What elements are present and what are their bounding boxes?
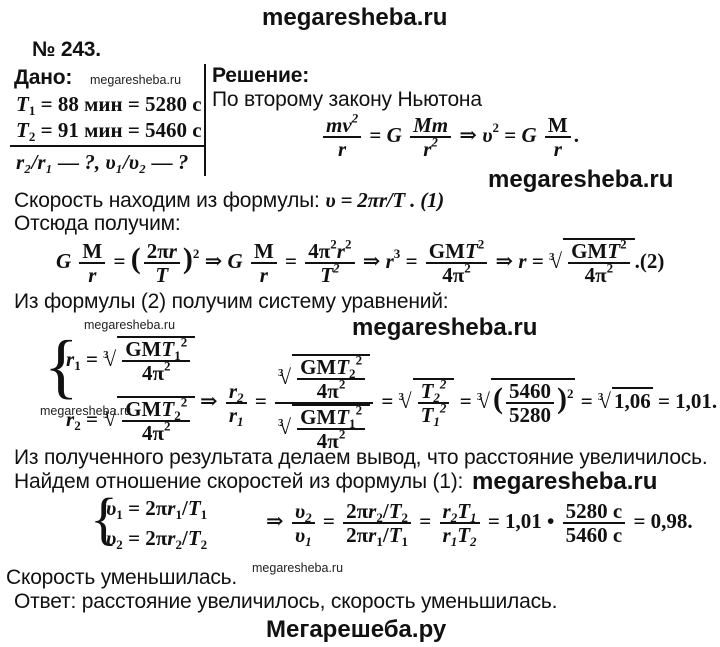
watermark-right-2: megaresheba.ru	[352, 314, 538, 341]
watermark-top: megaresheba.ru	[262, 4, 448, 31]
speed-brace: {	[90, 486, 118, 551]
given-divider	[204, 64, 206, 176]
given-find: r₂/r₁ — ?, υ₁/υ₂ — ?	[16, 150, 189, 174]
watermark-bottom: Мегарешеба.ру	[266, 616, 447, 643]
watermark-given: megaresheba.ru	[90, 73, 182, 87]
watermark-right-3: megaresheba.ru	[472, 468, 658, 495]
answer: Ответ: расстояние увеличилось, скорость …	[14, 590, 558, 613]
given-t2: T2 = 91 мин = 5460 с	[16, 118, 202, 144]
problem-number: № 243.	[32, 38, 101, 61]
watermark-small-2: megaresheba.ru	[84, 318, 176, 332]
watermark-small-3: megaresheba.ru	[40, 404, 132, 418]
speed-v2: υ2 = 2πr2/T2	[106, 526, 208, 552]
given-separator	[10, 145, 206, 147]
given-t1: T1 = 88 мин = 5280 с	[16, 92, 202, 118]
hence-text: Отсюда получим:	[14, 212, 181, 235]
speed-text: Скорость находим из формулы: υ = 2πr/T .…	[14, 188, 445, 212]
system-brace: {	[44, 326, 79, 406]
watermark-right-1: megaresheba.ru	[488, 166, 674, 193]
newton-text: По второму закону Ньютона	[212, 88, 482, 111]
speed-v1: υ1 = 2πr1/T1	[106, 496, 208, 522]
solution-label: Решение:	[212, 64, 310, 87]
system-text: Из формулы (2) получим систему уравнений…	[14, 290, 449, 313]
conclusion-2: Скорость уменьшилась.	[6, 566, 238, 589]
speed-ratio-text: Найдем отношение скоростей из формулы (1…	[14, 470, 464, 493]
watermark-small-4: megaresheba.ru	[252, 561, 344, 575]
conclusion-1: Из полученного результата делаем вывод, …	[14, 446, 708, 469]
given-label: Дано:	[14, 66, 73, 89]
